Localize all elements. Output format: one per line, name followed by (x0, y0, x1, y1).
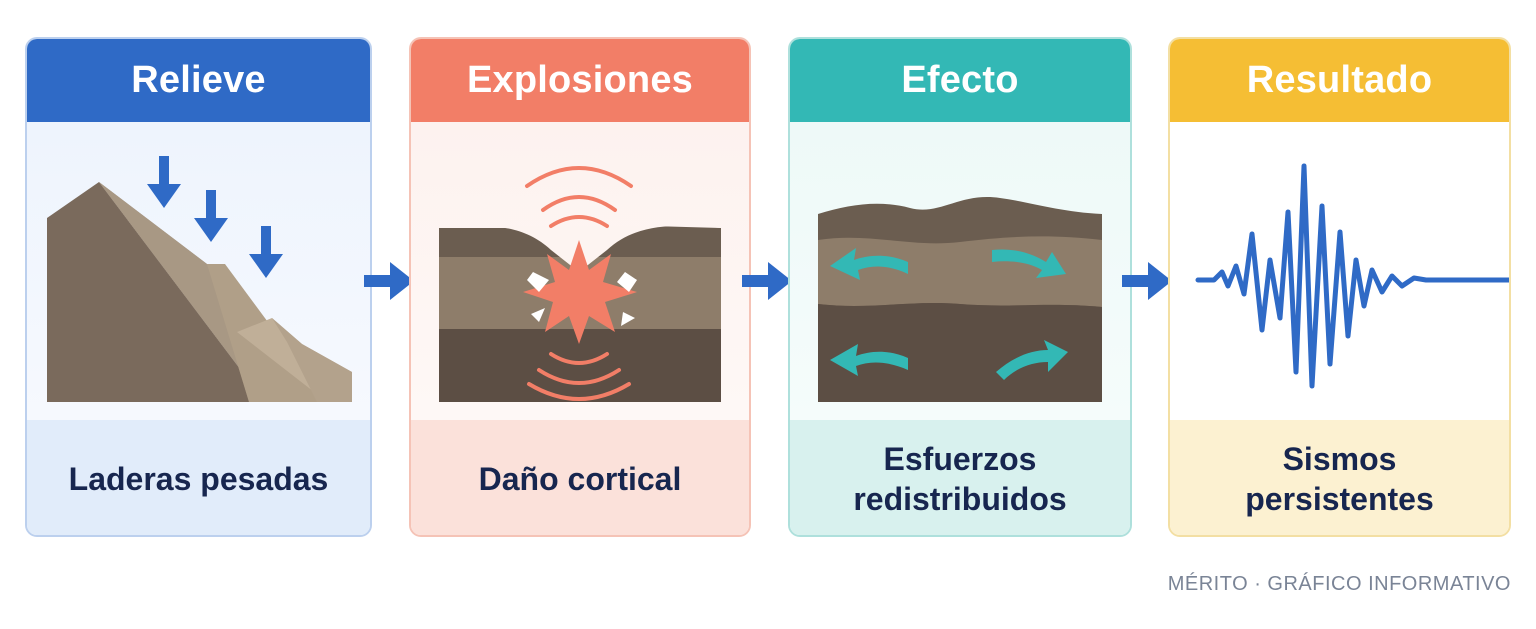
step-caption: Daño cortical (411, 420, 749, 535)
mountain-slope-icon (27, 122, 370, 420)
step-caption: Esfuerzos redistribuidos (790, 420, 1130, 535)
down-arrow-icon (194, 190, 228, 242)
down-arrow-icon (147, 156, 181, 208)
step-title: Efecto (790, 39, 1130, 122)
step-title: Explosiones (411, 39, 749, 122)
step-card-resultado: Resultado Sismos persistentes (1168, 37, 1511, 537)
step-card-explosiones: Explosiones Daño cortical (409, 37, 751, 537)
flow-arrow-icon (364, 262, 414, 300)
seismic-waveform-icon (1170, 122, 1509, 420)
step-caption: Sismos persistentes (1170, 420, 1509, 535)
explosion-icon (411, 122, 749, 420)
down-arrow-icon (249, 226, 283, 278)
flow-arrow-icon (1122, 262, 1172, 300)
step-caption: Laderas pesadas (27, 420, 370, 535)
rock-layers-icon (790, 122, 1130, 420)
step-title: Relieve (27, 39, 370, 122)
flow-arrow-icon (742, 262, 792, 300)
step-card-efecto: Efecto Esfuerzos redistribuidos (788, 37, 1132, 537)
step-card-relieve: Relieve Laderas pesadas (25, 37, 372, 537)
step-title: Resultado (1170, 39, 1509, 122)
credit-line: MÉRITO · GRÁFICO INFORMATIVO (1167, 573, 1511, 595)
